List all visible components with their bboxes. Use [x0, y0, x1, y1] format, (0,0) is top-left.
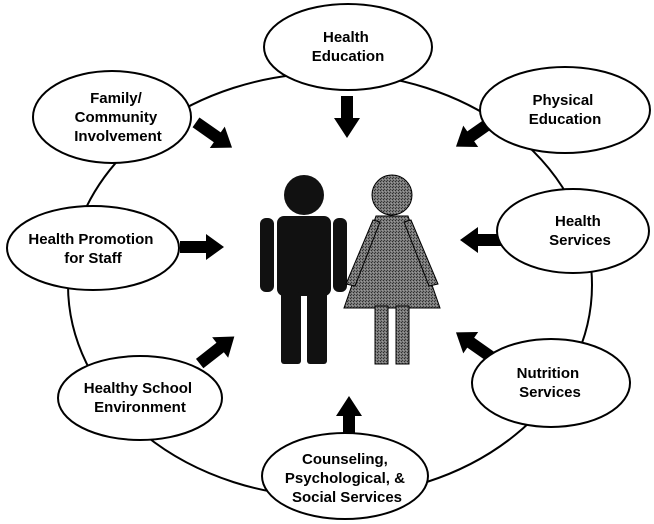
node-label-line: Involvement	[74, 128, 162, 145]
node-label-line: for Staff	[64, 250, 123, 267]
node-label-line: Physical	[532, 92, 593, 109]
arrow-from-health-education-icon	[334, 96, 360, 138]
svg-text:Family/ Community: Family/ Community Involvement	[74, 90, 162, 145]
svg-text:Physical Education: Physical Education	[529, 92, 602, 128]
arrow-from-family-community-icon	[192, 117, 233, 148]
node-label-line: Community	[75, 109, 158, 126]
node-label-line: Counseling,	[302, 451, 388, 468]
man-figure-icon	[260, 175, 347, 364]
node-nutrition-services: Nutrition Services	[471, 338, 631, 428]
node-healthy-school-environment: Healthy School Environment	[57, 355, 223, 441]
node-label-line: Health	[323, 29, 369, 46]
node-label-line: Health	[555, 213, 601, 230]
node-label-line: Health Promotion	[28, 231, 153, 248]
svg-text:Counseling, Psychologi: Counseling, Psychological, & Social Serv…	[285, 451, 409, 506]
node-label-line: Social Services	[292, 489, 402, 506]
node-label-line: Services	[519, 384, 581, 401]
svg-text:Nutrition Services: Nutrition Services	[517, 365, 584, 401]
svg-text:Health Promotion for S: Health Promotion for Staff	[28, 231, 157, 267]
woman-figure-icon	[343, 174, 441, 365]
svg-text:Health Services: Health Services	[549, 213, 611, 249]
node-health-services: Health Services	[496, 188, 650, 274]
node-label-line: Nutrition	[517, 365, 579, 382]
arrow-from-health-promotion-icon	[180, 234, 224, 260]
node-label-line: Environment	[94, 399, 186, 416]
arrow-from-counseling-services-icon	[336, 396, 362, 438]
svg-text:Healthy School Environ: Healthy School Environment	[84, 380, 197, 416]
node-label-line: Education	[312, 48, 385, 65]
svg-text:Health Education: Health Education	[312, 29, 385, 65]
node-label-line: Services	[549, 232, 611, 249]
node-physical-education: Physical Education	[479, 66, 651, 154]
arrow-from-nutrition-services-icon	[455, 332, 496, 363]
arrows-layer	[180, 96, 504, 438]
arrow-from-healthy-school-icon	[195, 336, 235, 369]
node-label-line: Psychological, &	[285, 470, 405, 487]
node-counseling-services: Counseling, Psychological, & Social Serv…	[261, 432, 429, 520]
node-label-line: Family/	[90, 90, 143, 107]
node-family-community-involvement: Family/ Community Involvement	[32, 70, 192, 164]
node-health-promotion-staff: Health Promotion for Staff	[6, 205, 180, 291]
node-label-line: Education	[529, 111, 602, 128]
node-health-education: Health Education	[263, 3, 433, 91]
node-label-line: Healthy School	[84, 380, 192, 397]
arrow-from-health-services-icon	[460, 227, 504, 253]
